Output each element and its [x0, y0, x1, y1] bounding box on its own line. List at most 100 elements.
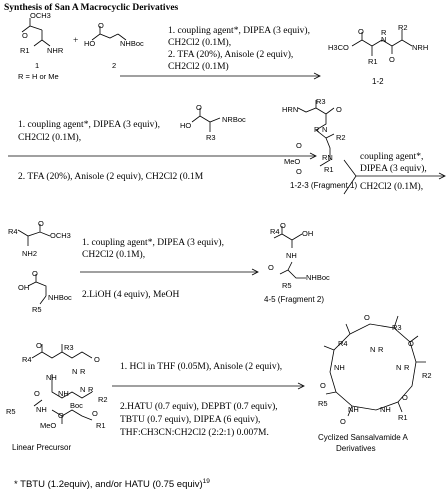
linear-atom-r1: R1 — [96, 421, 106, 430]
cyclo-atom-o5: O — [340, 417, 346, 426]
step5-condition-4: THF:CH3CN:CH2Cl2 (2:2:1) 0.007M. — [120, 428, 269, 438]
product12-atom-nrh: NRH — [412, 43, 429, 52]
step2-condition-2: CH2Cl2 (0.1M), — [18, 133, 82, 143]
linear-atom-nh1: NH — [46, 373, 57, 382]
fragment1-atom-n: N — [322, 125, 328, 134]
step4-bottom-atom-o: O — [32, 269, 38, 278]
compound2-number: 2 — [112, 61, 117, 70]
product12-atom-o-left: O — [358, 27, 364, 36]
fragment1-atom-hrn: HRN — [282, 105, 299, 114]
linear-atom-r-1: R — [80, 367, 86, 376]
step4-top-atom-och3: OCH3 — [50, 231, 71, 240]
linear-atom-r4: R4 — [22, 355, 32, 364]
fragment2-atom-o-top: O — [280, 221, 286, 230]
cyclo-atom-r-2: R — [404, 363, 410, 372]
step4-top-atom-r4: R4 — [8, 227, 18, 236]
cyclo-atom-r1: R1 — [398, 413, 408, 422]
linear-atom-o5: O — [92, 409, 98, 418]
step4-bottom-atom-nhboc: NHBoc — [48, 293, 72, 302]
cyclo-atom-n2: N — [396, 363, 402, 372]
cyclo-atom-r-1: R — [378, 345, 384, 354]
step1-condition-1: 1. coupling agent*, DIPEA (3 equiv), — [168, 26, 310, 36]
step5-condition-1: 1. HCl in THF (0.05M), Anisole (2 equiv)… — [120, 362, 283, 372]
step4-bottom-atom-r5: R5 — [32, 305, 42, 314]
compound2-atom-o: O — [98, 21, 104, 30]
fragment2-atom-r4: R4 — [270, 227, 280, 236]
linear-atom-o1: O — [36, 341, 42, 350]
cyclo-atom-o4: O — [402, 393, 408, 402]
linear-atom-r2: R2 — [98, 395, 108, 404]
linear-atom-r3: R3 — [64, 343, 74, 352]
fragment2-label: 4-5 (Fragment 2) — [264, 295, 325, 304]
cyclo-atom-o2: O — [408, 339, 414, 348]
step2-reagent-atom-nrboc: NRBoc — [222, 115, 246, 124]
cyclo-atom-nh3: NH — [380, 405, 391, 414]
fragment1-atom-o-top: O — [336, 105, 342, 114]
linear-atom-nh2: NH — [58, 389, 69, 398]
step4-condition-3: 2.LiOH (4 equiv), MeOH — [82, 290, 180, 300]
step4-bottom-atom-oh: OH — [18, 283, 30, 292]
step3-condition-2: DIPEA (3 equiv), — [360, 164, 427, 174]
footnote: * TBTU (1.2equiv), and/or HATU (0.75 equ… — [14, 476, 210, 490]
fragment1-atom-r3: R3 — [316, 97, 326, 106]
fragment2-atom-r5: R5 — [282, 281, 292, 290]
step4-condition-2: CH2Cl2 (0.1M), — [82, 250, 146, 260]
cyclo-atom-r2: R2 — [422, 371, 432, 380]
fragment1-atom-rn: RN — [322, 153, 333, 162]
compound1-atom-o: O — [22, 31, 28, 40]
cyclized-label-line2: Derivatives — [336, 444, 376, 453]
compound1-atom-nhr: NHR — [47, 46, 64, 55]
cyclo-atom-nh1: NH — [334, 363, 345, 372]
cyclo-atom-o3: O — [320, 381, 326, 390]
compound1-atom-och3: OCH3 — [30, 11, 51, 20]
fragment1-atom-r: R — [314, 125, 320, 134]
step5-condition-2: 2.HATU (0.7 equiv), DEPBT (0.7 equiv), — [120, 402, 278, 412]
product12-label: 1-2 — [372, 77, 384, 86]
product12-atom-r: R — [381, 28, 387, 37]
cyclo-atom-nh2: NH — [348, 405, 359, 414]
plus-sign: + — [73, 36, 79, 46]
fragment1-atom-r2: R2 — [336, 133, 346, 142]
fragment1-atom-o-mid: O — [296, 141, 302, 150]
fragment1-atom-r1: R1 — [324, 165, 334, 174]
compound2-atom-ho: HO — [84, 39, 96, 48]
linear-precursor-label: Linear Precursor — [12, 443, 72, 452]
step1-condition-4: CH2Cl2 (0.1M) — [168, 62, 229, 72]
fragment1-label: 1-2-3 (Fragment 1) — [290, 181, 358, 190]
step2-condition-1: 1. coupling agent*, DIPEA (3 equiv), — [18, 120, 160, 130]
step1-condition-2: CH2Cl2 (0.1M), — [168, 38, 232, 48]
step3-condition-1: coupling agent*, — [360, 152, 424, 162]
fragment1-atom-meo: MeO — [284, 157, 301, 166]
step2-condition-3: 2. TFA (20%), Anisole (2 equiv), CH2Cl2 … — [18, 172, 204, 182]
linear-atom-boc: Boc — [70, 401, 83, 410]
compound1-atom-r1: R1 — [20, 46, 30, 55]
step2-reagent-atom-o: O — [196, 103, 202, 112]
product12-atom-o-bottom: O — [389, 55, 395, 64]
step1-condition-3: 2. TFA (20%), Anisole (2 equiv), — [168, 50, 294, 60]
product12-atom-n: N — [381, 35, 387, 44]
product12-atom-r1: R1 — [368, 57, 378, 66]
fragment1-atom-o-bottom: O — [296, 167, 302, 176]
cyclized-label-line1: Cyclized Sansalvamide A — [318, 433, 408, 442]
linear-atom-n2: N — [80, 385, 86, 394]
product12-atom-h3co: H3CO — [328, 43, 349, 52]
linear-atom-nh3: NH — [36, 405, 47, 414]
fragment2-atom-oh: OH — [302, 229, 314, 238]
compound2-atom-nhboc: NHBoc — [120, 39, 144, 48]
step2-reagent-atom-ho: HO — [180, 121, 192, 130]
cyclo-atom-r5: R5 — [318, 399, 328, 408]
linear-atom-n1: N — [72, 367, 78, 376]
linear-atom-o2: O — [94, 355, 100, 364]
footnote-reference: 19 — [202, 478, 210, 485]
linear-atom-r5: R5 — [6, 407, 16, 416]
compound1-number: 1 — [35, 61, 40, 70]
fragment2-atom-o-mid: O — [268, 263, 274, 272]
step5-condition-3: TBTU (0.7 equiv), DIPEA (6 equiv), — [120, 415, 261, 425]
step4-top-atom-nh2: NH2 — [22, 249, 38, 258]
linear-atom-o3: O — [34, 389, 40, 398]
linear-atom-r-2: R — [88, 385, 94, 394]
step4-condition-1: 1. coupling agent*, DIPEA (3 equiv), — [82, 238, 224, 248]
cyclo-atom-n1: N — [370, 345, 376, 354]
fragment2-atom-nh: NH — [286, 251, 297, 260]
